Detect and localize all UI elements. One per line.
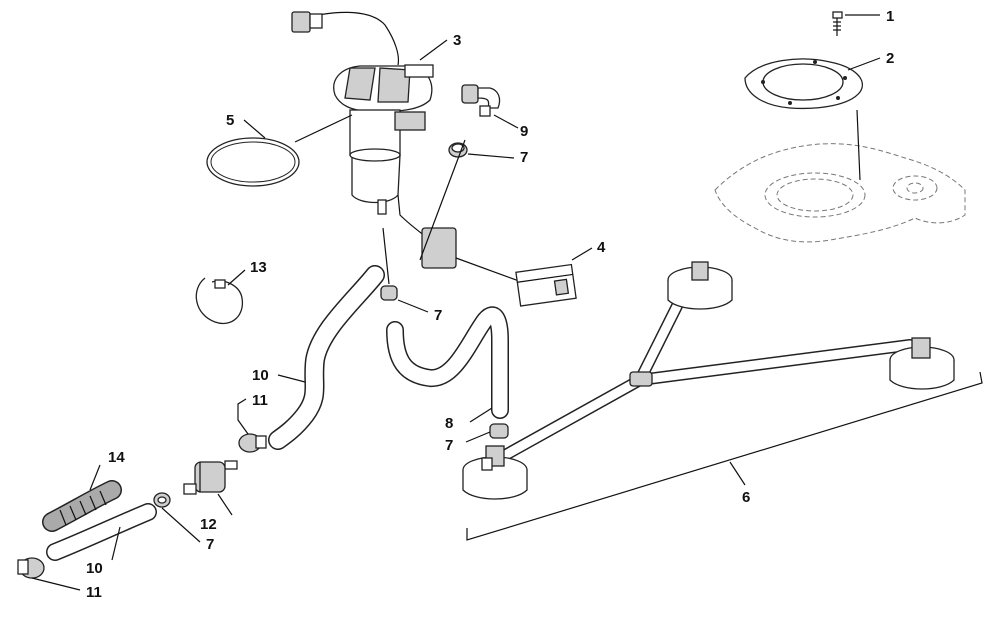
callout-2: 2: [886, 50, 894, 67]
hose-clip-lower: [17, 557, 45, 579]
callout-7c: 7: [445, 437, 453, 454]
leader-line-7b: [397, 299, 429, 313]
protective-sleeve-part: [42, 480, 122, 532]
o-ring-part: [206, 137, 300, 187]
fuel-filter-part: [183, 460, 238, 495]
leader-line-4: [571, 247, 593, 261]
leader-line-5: [243, 119, 266, 139]
hose-clamp-lower: [489, 423, 509, 439]
leader-line-8: [469, 407, 493, 423]
leader-line-2: [847, 57, 881, 71]
callout-9: 9: [520, 123, 528, 140]
fuel-hose-lower: [46, 503, 157, 561]
fuel-level-sender-part: [397, 139, 577, 307]
callout-4: 4: [597, 239, 606, 256]
hose-8: [386, 306, 509, 419]
gasket-plate-part: [744, 58, 863, 110]
callout-10b: 10: [86, 560, 103, 577]
leader-line-13: [227, 269, 246, 286]
leader-line-7c: [465, 431, 491, 443]
assembly-line-5: [294, 114, 353, 143]
leader-line-12: [217, 493, 233, 516]
fuel-hose-upper: [268, 265, 385, 450]
leader-line-11a: [237, 398, 249, 435]
callout-11a: 11: [252, 392, 268, 409]
assembly-line-2: [856, 109, 861, 181]
leader-line-7a: [467, 153, 515, 159]
fuel-tank-outline: [714, 143, 966, 243]
callout-8: 8: [445, 415, 453, 432]
leader-line-6: [729, 461, 746, 486]
hose-clamp-left: [153, 492, 171, 508]
leader-line-10b: [111, 526, 121, 561]
screw-part: [832, 11, 843, 36]
cable-tie-part: [195, 277, 244, 325]
callout-13: 13: [250, 259, 267, 276]
hose-clamp-mid: [380, 227, 398, 301]
leader-line-11b: [31, 577, 81, 591]
callout-7a: 7: [520, 149, 528, 166]
hose-clip-mid: [238, 433, 267, 453]
fuel-pump-module-part: [291, 11, 434, 215]
callout-3: 3: [453, 32, 461, 49]
elbow-fitting-part: [461, 84, 501, 117]
pickup-assembly-part: [462, 261, 983, 541]
callout-7b: 7: [434, 307, 442, 324]
callout-5: 5: [226, 112, 234, 129]
callout-11b: 11: [86, 584, 102, 601]
hose-clamp-top: [448, 142, 468, 158]
callout-6: 6: [742, 489, 750, 506]
leader-line-10a: [277, 374, 306, 383]
leader-line-7d: [161, 507, 201, 543]
leader-line-3: [419, 39, 448, 61]
callout-12: 12: [200, 516, 217, 533]
callout-14: 14: [108, 449, 125, 466]
leader-line-14: [89, 464, 101, 491]
leader-line-9: [493, 114, 519, 129]
callout-7d: 7: [206, 536, 214, 553]
callout-10a: 10: [252, 367, 269, 384]
callout-1: 1: [886, 8, 894, 25]
